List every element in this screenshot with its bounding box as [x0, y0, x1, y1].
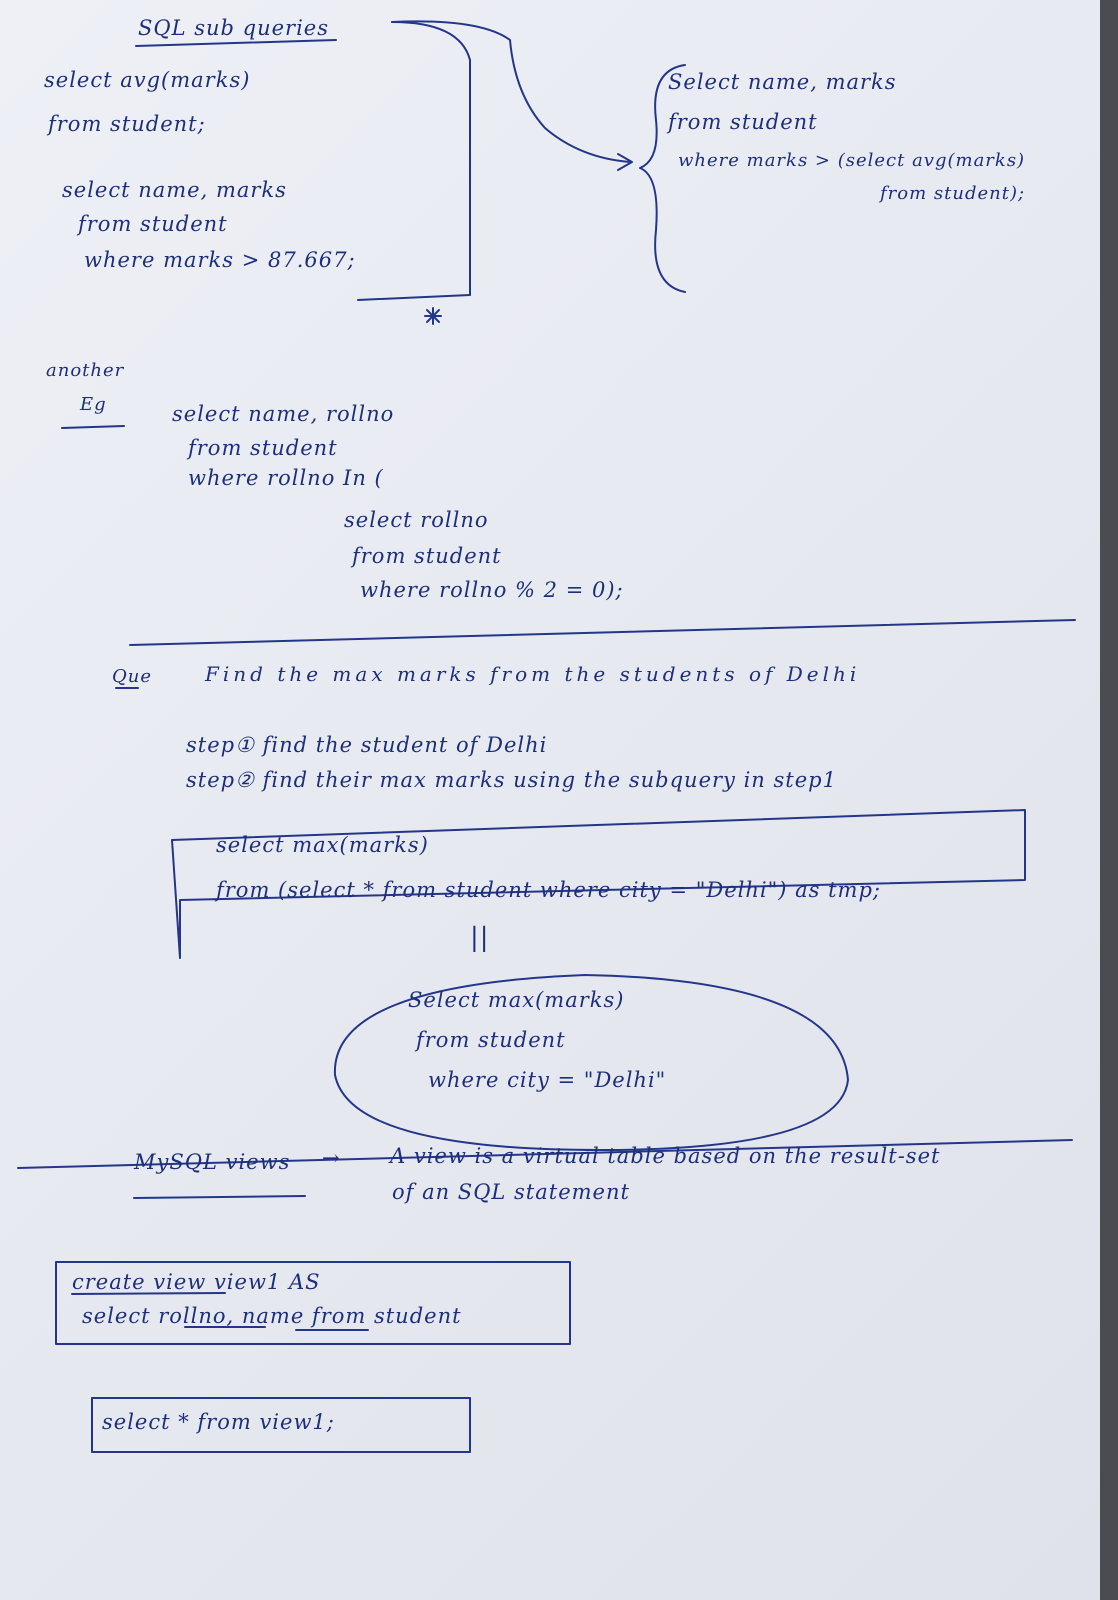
- arrow-head: [617, 153, 633, 171]
- left-brace: [639, 64, 686, 293]
- code-line: select max(marks): [216, 833, 429, 857]
- code-line: from student: [188, 436, 338, 460]
- code-line: where rollno % 2 = 0);: [360, 578, 624, 602]
- code-line: select rollno, name from student: [82, 1304, 462, 1328]
- views-description: of an SQL statement: [392, 1180, 630, 1204]
- page-edge: [1100, 0, 1118, 1600]
- create-view-box: [55, 1261, 571, 1345]
- page-title: SQL sub queries: [138, 16, 329, 40]
- step-line: step① find the student of Delhi: [186, 733, 548, 757]
- title-underline: [135, 39, 337, 47]
- code-line: select name, rollno: [172, 402, 395, 426]
- code-line: Select name, marks: [668, 70, 897, 94]
- bracket-right: [357, 21, 471, 301]
- views-underline: [133, 1195, 306, 1199]
- step-line: step② find their max marks using the sub…: [186, 768, 837, 792]
- code-line: select avg(marks): [44, 68, 251, 92]
- code-line: select name, marks: [62, 178, 287, 202]
- equals-mark: ||: [470, 923, 490, 953]
- code-line: where rollno In (: [188, 466, 384, 490]
- code-line: where city = "Delhi": [428, 1068, 667, 1092]
- code-line: from student;: [48, 112, 206, 136]
- code-line: where marks > 87.667;: [84, 248, 356, 272]
- create-underline: [71, 1292, 226, 1295]
- side-label: another: [46, 360, 125, 381]
- divider-1: [129, 619, 1076, 646]
- ellipse: [333, 974, 849, 1151]
- code-line: from (select * from student where city =…: [216, 878, 881, 902]
- code-line: from student: [352, 544, 502, 568]
- views-heading: MySQL views: [134, 1150, 291, 1174]
- views-description: A view is a virtual table based on the r…: [390, 1144, 941, 1168]
- select-view-box: [91, 1397, 471, 1453]
- code-line: from student: [668, 110, 818, 134]
- code-line: where marks > (select avg(marks): [678, 150, 1026, 171]
- another-underline: [61, 425, 125, 429]
- divider-2: [17, 1139, 1073, 1169]
- code-line: from student: [78, 212, 228, 236]
- side-label: Eg: [80, 394, 107, 415]
- query-box: [171, 809, 1026, 959]
- star-mark: [424, 307, 442, 325]
- question-text: Find the max marks from the students of …: [205, 662, 861, 686]
- code-line: create view view1 AS: [72, 1270, 321, 1294]
- code-line: Select max(marks): [408, 988, 625, 1012]
- code-line: select rollno: [344, 508, 489, 532]
- arrow-right-icon: →: [322, 1146, 341, 1170]
- que-label: Que: [112, 666, 153, 687]
- curve-arrow: [391, 20, 631, 163]
- code-line: from student: [416, 1028, 566, 1052]
- code-line: select * from view1;: [102, 1410, 335, 1434]
- code-line: from student);: [880, 183, 1026, 204]
